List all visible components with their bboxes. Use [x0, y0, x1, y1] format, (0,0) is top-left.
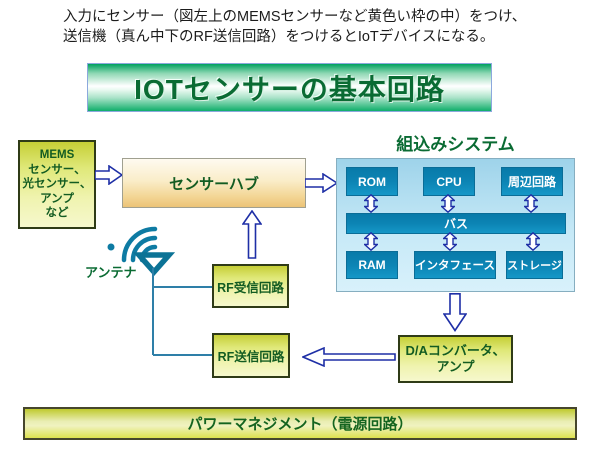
mems-line: センサー、: [28, 163, 86, 176]
power-management-bar: パワーマネジメント（電源回路）: [23, 407, 577, 440]
interface-box: インタフェース: [414, 251, 496, 279]
rf-transmitter-box: RF送信回路: [212, 333, 290, 378]
bus-box: バス: [346, 213, 566, 234]
antenna-connector-lines: [152, 268, 212, 356]
double-arrow-storage-bus-icon: [526, 232, 540, 251]
da-converter-box: D/Aコンバータ、 アンプ: [398, 335, 513, 383]
double-arrow-rom-bus-icon: [364, 194, 378, 213]
antenna-label: アンテナ: [85, 265, 137, 280]
ram-box: RAM: [346, 251, 398, 279]
title-banner: IOTセンサーの基本回路: [87, 63, 492, 112]
storage-box: ストレージ: [506, 251, 563, 279]
cpu-box: CPU: [423, 167, 475, 196]
rf-receiver-label: RF受信回路: [217, 280, 284, 295]
da-line: アンプ: [436, 359, 475, 374]
double-arrow-ram-bus-icon: [364, 232, 378, 251]
embedded-system-container: ROM CPU 周辺回路 バス RAM インタフェース ストレージ: [336, 158, 575, 292]
intro-caption: 入力にセンサー（図左上のMEMSセンサーなど黄色い枠の中）をつけ、 送信機（真ん…: [63, 7, 526, 47]
arrow-rfrx-to-hub-icon: [242, 210, 262, 259]
mems-line: 光センサー、: [22, 178, 92, 191]
mems-sensor-box: MEMS センサー、 光センサー、 アンプ など: [18, 140, 96, 229]
embedded-system-title: 組込みシステム: [396, 135, 515, 154]
page-title: IOTセンサーの基本回路: [134, 73, 445, 105]
peripheral-circuit-box: 周辺回路: [501, 167, 563, 196]
rf-transmitter-label: RF送信回路: [217, 350, 285, 364]
mems-line: MEMS: [39, 149, 75, 162]
double-arrow-interface-bus-icon: [443, 232, 457, 251]
sensor-hub-label: センサーハブ: [169, 175, 259, 193]
sensor-hub-box: センサーハブ: [122, 158, 306, 208]
arrow-da-to-rftx-icon: [302, 347, 396, 367]
arrow-hub-to-embedded-icon: [305, 173, 338, 193]
rom-box: ROM: [346, 167, 398, 196]
mems-line: アンプ: [40, 192, 74, 205]
arrow-embedded-to-da-icon: [443, 293, 467, 332]
power-management-label: パワーマネジメント（電源回路）: [187, 416, 413, 433]
rf-receiver-box: RF受信回路: [212, 264, 289, 308]
double-arrow-cpu-bus-icon: [441, 194, 455, 213]
intro-line-2: 送信機（真ん中下のRF送信回路）をつけるとIoTデバイスになる。: [63, 29, 495, 45]
da-line: D/Aコンバータ、: [405, 343, 506, 358]
mems-line: など: [45, 207, 69, 220]
intro-line-1: 入力にセンサー（図左上のMEMSセンサーなど黄色い枠の中）をつけ、: [63, 9, 527, 25]
double-arrow-peripheral-bus-icon: [524, 194, 538, 213]
arrow-mems-to-hub-icon: [95, 165, 123, 185]
antenna-icon: [107, 226, 175, 277]
